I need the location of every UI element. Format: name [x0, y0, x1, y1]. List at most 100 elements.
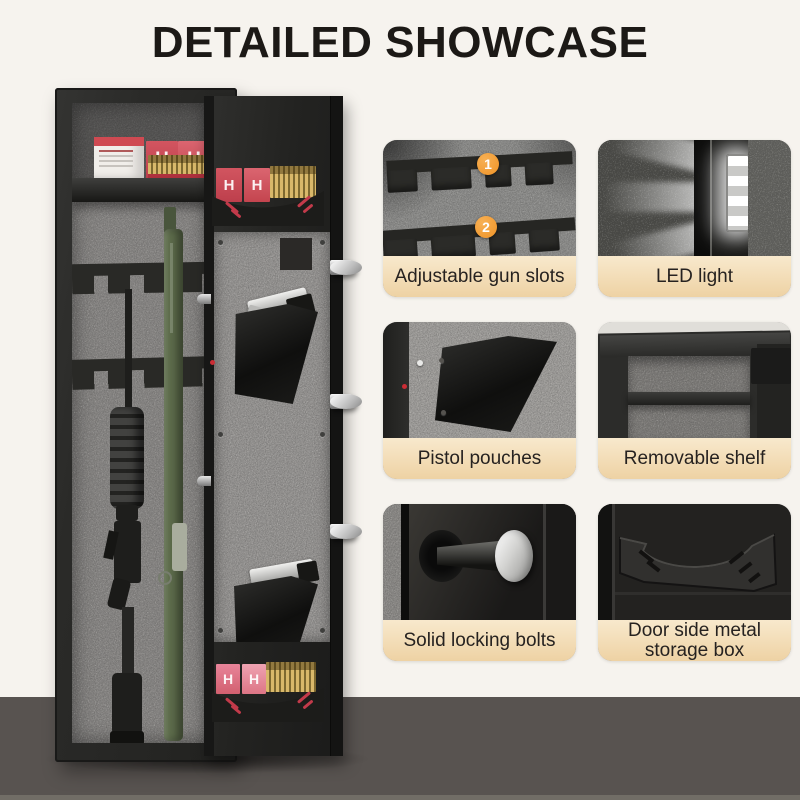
bullet-row	[148, 155, 204, 181]
feature-caption: Door side metal storage box	[598, 620, 791, 661]
caption-text: Removable shelf	[623, 447, 766, 469]
green-rifle-highlight	[170, 243, 173, 333]
door-bullet-row	[270, 166, 316, 198]
screw	[417, 360, 423, 366]
cabinet-interior: H H	[72, 103, 212, 743]
bullet-tips	[148, 155, 204, 163]
feature-tile-door-storage-box: Door side metal storage box	[598, 504, 791, 661]
feature-caption: LED light	[598, 256, 791, 297]
door-ammo-box: H	[216, 664, 240, 694]
screw	[218, 432, 223, 437]
door-ammo-box: H	[244, 168, 270, 202]
locking-bolt-cap	[330, 524, 362, 539]
foam-block	[430, 234, 477, 256]
feature-caption: Pistol pouches	[383, 438, 576, 479]
cabinet-shelf	[72, 178, 212, 202]
door-panel-groove	[615, 592, 791, 595]
door-left-edge	[204, 96, 214, 756]
door-right-edge	[330, 96, 343, 756]
frame-highlight	[710, 140, 712, 256]
door-frame-strip	[383, 322, 409, 438]
bullet-tray	[148, 174, 204, 181]
black-rifle-stock	[112, 673, 142, 735]
felt-background-right	[748, 140, 791, 256]
feature-tile-pistol-pouches: Pistol pouches	[383, 322, 576, 479]
black-rifle-grip	[106, 577, 132, 611]
pistol-pouch	[234, 576, 318, 642]
door-edge	[598, 504, 612, 620]
felt-background	[383, 504, 401, 620]
door-storage-box-photo	[598, 504, 791, 620]
door-bullet-row	[266, 662, 316, 692]
feature-caption: Solid locking bolts	[383, 620, 576, 661]
green-rifle-sling-swivel	[158, 571, 172, 585]
green-rifle-body	[164, 229, 183, 741]
screw	[320, 432, 325, 437]
foam-block	[386, 169, 418, 193]
door-top-organizer-bin	[212, 184, 324, 226]
feature-tile-locking-bolts: Solid locking bolts	[383, 504, 576, 661]
black-rifle-buffer-tube	[122, 607, 134, 677]
pistol-pouches-photo	[383, 322, 576, 438]
led-light-photo	[598, 140, 791, 256]
pistol-box	[751, 348, 791, 384]
caption-text: Door side metal storage box	[627, 619, 762, 661]
caption-text: Solid locking bolts	[403, 629, 556, 651]
bolt-cap	[495, 530, 533, 582]
door-ammo-box: H	[242, 664, 266, 694]
door-frame-strip	[694, 140, 712, 256]
foam-bar-teeth	[72, 272, 212, 295]
door-gap	[401, 504, 409, 620]
door-ammo-box: H	[216, 168, 242, 202]
feature-caption: Removable shelf	[598, 438, 791, 479]
locking-bolts-photo	[383, 504, 576, 620]
door-bottom-organizer-bin	[212, 682, 324, 722]
green-rifle-magazine-block	[172, 523, 187, 571]
bullet-tips	[266, 662, 316, 670]
locking-bolt-cap	[330, 260, 362, 275]
pouch-screw	[439, 358, 444, 363]
foam-bar-teeth	[72, 367, 212, 390]
locking-bolt-left	[197, 476, 211, 486]
green-rifle-muzzle	[164, 207, 176, 233]
foam-block	[524, 162, 554, 186]
foam-gun-slot-bar	[72, 261, 212, 295]
removable-shelf-photo	[598, 322, 791, 438]
foam-block	[528, 228, 560, 253]
gun-slots-photo: 1 2	[383, 140, 576, 256]
caption-text: Adjustable gun slots	[394, 265, 565, 287]
door-edge-highlight	[612, 504, 615, 620]
black-rifle-butt-pad	[110, 731, 144, 743]
locking-bolt	[330, 394, 362, 409]
ammo-brand-letter: H	[251, 176, 263, 194]
feature-tile-led-light: LED light	[598, 140, 791, 297]
gun-safe-door: H H	[197, 96, 362, 756]
screw	[320, 240, 325, 245]
pouch-screw	[441, 410, 446, 415]
black-rifle-joint	[116, 505, 138, 521]
foam-block	[383, 238, 419, 256]
feature-tile-removable-shelf: Removable shelf	[598, 322, 791, 479]
door-edge-highlight	[543, 504, 546, 620]
velcro-patch	[280, 238, 312, 270]
locking-bolt	[330, 260, 362, 275]
locking-bolt-cap	[330, 394, 362, 409]
led-lens	[726, 154, 750, 232]
ammo-brand-letter: H	[222, 671, 234, 687]
ammo-box-white	[94, 137, 144, 179]
ammo-brand-letter: H	[248, 671, 260, 687]
screw	[320, 628, 325, 633]
screw	[218, 240, 223, 245]
door-red-indicator	[210, 360, 215, 365]
foam-block	[430, 166, 472, 191]
foam-gun-slot-bar	[72, 356, 212, 392]
badge-1: 1	[477, 153, 499, 175]
badge-2: 2	[475, 216, 497, 238]
screw	[218, 628, 223, 633]
ammo-box-label-lines	[99, 150, 133, 152]
feature-caption: Adjustable gun slots	[383, 256, 576, 297]
badge-number: 2	[482, 219, 490, 235]
locking-bolt	[330, 524, 362, 539]
bullet-tips	[270, 166, 316, 174]
